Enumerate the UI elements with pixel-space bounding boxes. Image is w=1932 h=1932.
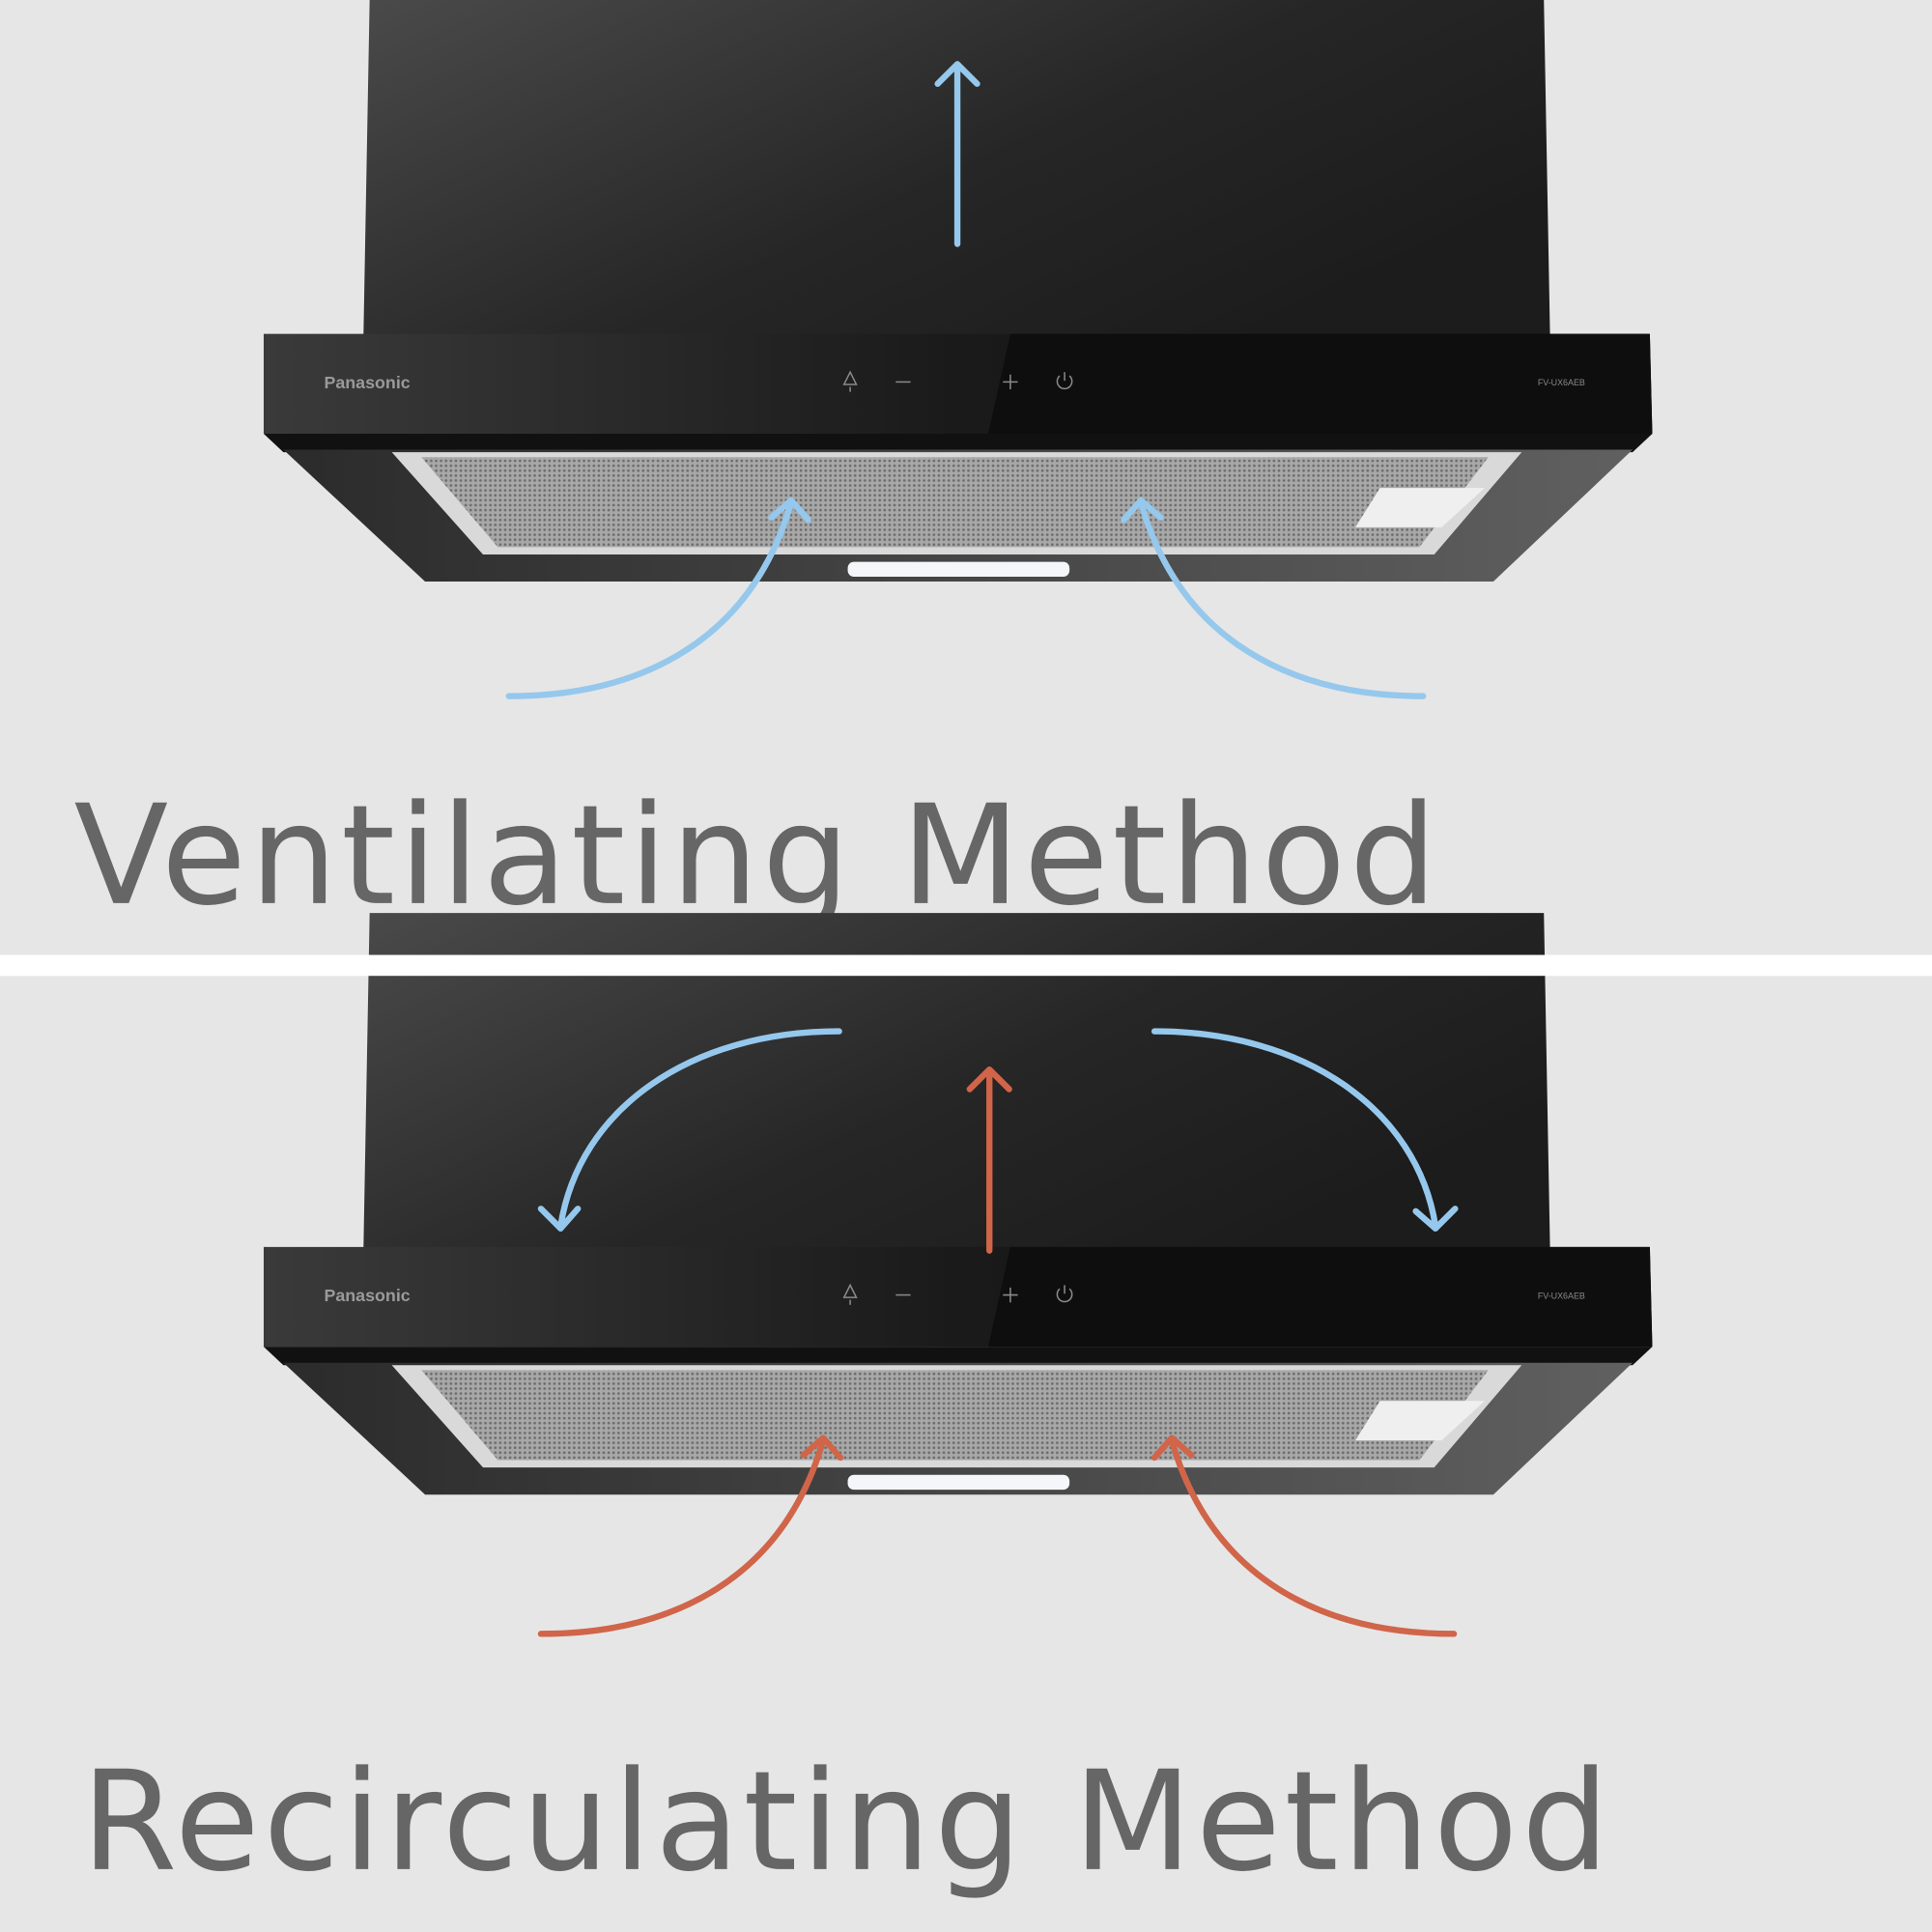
- light-icon: [842, 1283, 858, 1305]
- brand-logo: Panasonic: [324, 1286, 410, 1305]
- plus-icon: [1003, 1287, 1018, 1303]
- range-hood-image: [263, 913, 1653, 1495]
- power-icon: [1056, 1285, 1073, 1303]
- intake-arrow-left: [537, 1435, 844, 1637]
- return-arrow-left: [537, 1028, 842, 1232]
- intake-arrow-right: [1121, 497, 1427, 699]
- power-icon: [1056, 372, 1073, 390]
- return-arrow-right: [1151, 1028, 1459, 1232]
- plus-icon: [1003, 374, 1018, 390]
- model-label: FV-UX6AEB: [1538, 378, 1585, 387]
- ventilating-panel: Panasonic FV-UX6AEB Ventilating Method: [74, 0, 1653, 936]
- recirculating-title: Recirculating Method: [81, 1741, 1612, 1902]
- model-label: FV-UX6AEB: [1538, 1291, 1585, 1300]
- exhaust-arrow: [934, 61, 980, 247]
- light-icon: [842, 370, 858, 392]
- intake-arrow-right: [1151, 1435, 1458, 1637]
- filter-arrow: [966, 1065, 1012, 1254]
- ventilating-title: Ventilating Method: [74, 775, 1441, 936]
- recirculating-panel: Panasonic FV-UX6AEB Recirculating Method: [0, 913, 1932, 1932]
- brand-logo: Panasonic: [324, 373, 410, 392]
- intake-arrow-left: [505, 497, 811, 699]
